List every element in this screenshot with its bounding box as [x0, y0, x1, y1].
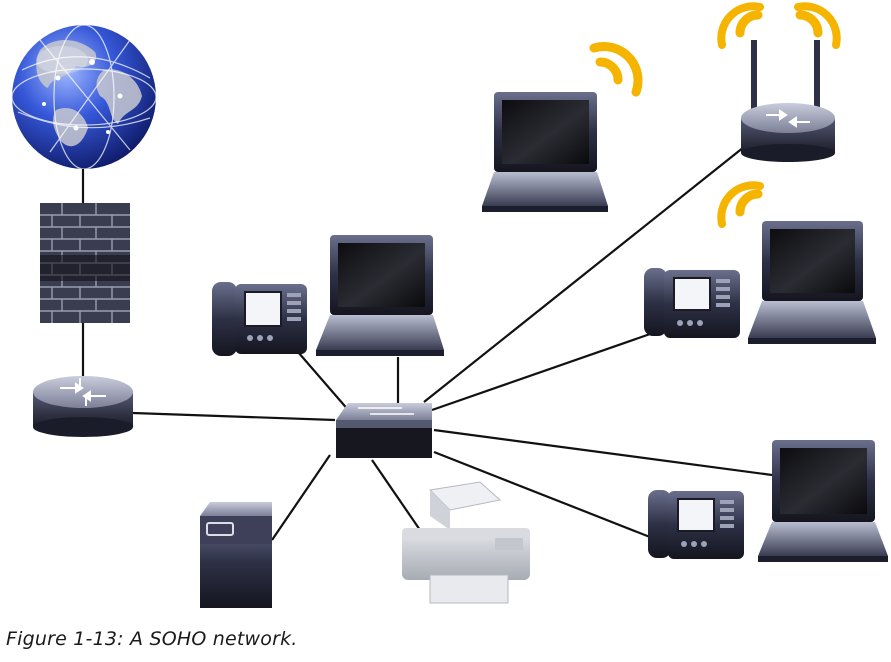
link-switch-laptop-3 [433, 428, 773, 477]
network-diagram [12, 2, 888, 608]
figure-caption: Figure 1-13: A SOHO network. [6, 628, 298, 650]
server-icon [200, 502, 272, 608]
link-switch-server [271, 454, 331, 541]
laptop-icon [316, 235, 444, 356]
link-switch-wireless-ap [423, 146, 745, 403]
globe-icon [12, 25, 156, 169]
link-switch-phone-3 [433, 450, 656, 541]
switch-icon [336, 403, 432, 458]
wireless-router-icon [741, 40, 835, 162]
wifi-signal-icon [589, 2, 841, 228]
ip-phone-icon [644, 268, 740, 338]
link-switch-phone-1 [297, 351, 351, 413]
router-icon [33, 376, 133, 437]
cable-links [81, 146, 773, 541]
link-router-switch [132, 411, 336, 422]
laptop-icon [758, 440, 888, 562]
laptop-icon [482, 92, 608, 212]
firewall-icon [40, 203, 130, 323]
printer-icon [402, 481, 530, 604]
laptop-icon [748, 221, 876, 344]
link-switch-phone-2 [431, 331, 654, 412]
ip-phone-icon [212, 282, 307, 356]
link-switch-printer [371, 459, 421, 531]
ip-phone-icon [648, 490, 744, 559]
